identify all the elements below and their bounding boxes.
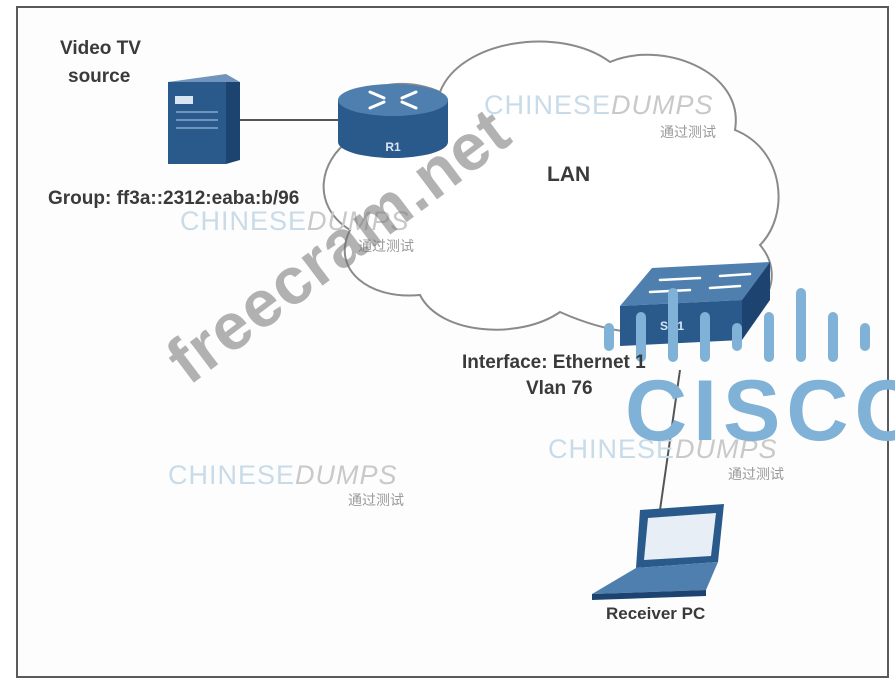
brand-watermark-1: CHINESEDUMPS (484, 90, 714, 120)
brand-watermark-cn-4: 通过测试 (348, 492, 404, 508)
switch-vlan-label: Vlan 76 (526, 378, 593, 399)
brand-watermark-cn-2: 通过测试 (358, 238, 414, 254)
brand-watermark-4: CHINESEDUMPS (168, 460, 398, 490)
cisco-logo-bars (604, 288, 870, 362)
brand-watermark-3: CHINESEDUMPS (548, 434, 778, 464)
server-icon (168, 74, 240, 164)
cisco-logo-text: CISCO (625, 363, 895, 459)
brand-watermark-cn-1: 通过测试 (660, 124, 716, 140)
laptop-icon (592, 504, 724, 600)
switch-icon: Sw1 (620, 262, 770, 346)
brand-watermark-2: CHINESEDUMPS (180, 206, 410, 236)
link-switch-pc (659, 369, 681, 511)
receiver-label: Receiver PC (606, 604, 706, 623)
source-title-line1: Video TV (60, 38, 141, 59)
lan-label: LAN (547, 163, 591, 186)
source-title-line2: source (68, 66, 131, 87)
brand-watermark-cn-3: 通过测试 (728, 466, 784, 482)
router-label: R1 (385, 140, 401, 154)
switch-interface-label: Interface: Ethernet 1 (462, 352, 646, 373)
router-icon: R1 (338, 84, 448, 158)
multicast-group-label: Group: ff3a::2312:eaba:b/96 (48, 188, 300, 209)
